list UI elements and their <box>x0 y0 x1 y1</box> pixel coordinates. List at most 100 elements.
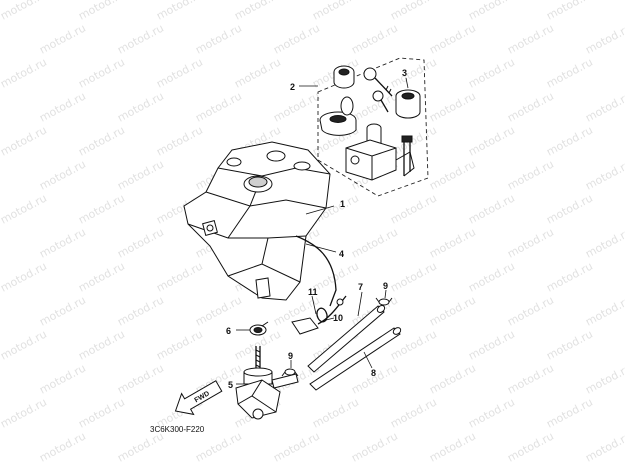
watermark-text: motod.ru <box>466 259 517 294</box>
watermark-text: motod.ru <box>115 21 166 56</box>
watermark-text: motod.ru <box>466 0 517 23</box>
leader-4 <box>305 243 337 253</box>
watermark-text: motod.ru <box>0 395 49 430</box>
watermark-text: motod.ru <box>76 55 127 90</box>
lock-cylinder-small <box>333 65 355 89</box>
watermark-text: motod.ru <box>271 429 322 464</box>
watermark-text: motod.ru <box>0 191 49 226</box>
watermark-text: motod.ru <box>37 225 88 260</box>
watermark-text: motod.ru <box>505 21 556 56</box>
watermark-text: motod.ru <box>349 225 400 260</box>
leader-11 <box>311 295 317 315</box>
watermark-text: motod.ru <box>505 89 556 124</box>
watermark-text: motod.ru <box>349 429 400 464</box>
watermark-text: motod.ru <box>76 327 127 362</box>
watermark-text: motod.ru <box>154 55 205 90</box>
watermark-text: motod.ru <box>466 395 517 430</box>
watermark-text: motod.ru <box>193 293 244 328</box>
spare-key <box>372 90 389 113</box>
watermark-text: motod.ru <box>427 293 478 328</box>
watermark-text: motod.ru <box>544 55 595 90</box>
watermark-text: motod.ru <box>544 0 595 23</box>
seat-lock-cylinder <box>395 89 421 119</box>
watermark-text: motod.ru <box>544 191 595 226</box>
leader-10 <box>325 317 335 321</box>
hose-clamp-6 <box>249 321 269 336</box>
leader-7 <box>357 291 363 317</box>
watermark-text: motod.ru <box>115 225 166 260</box>
watermark-text: motod.ru <box>271 89 322 124</box>
watermark-text: motod.ru <box>193 89 244 124</box>
watermark-text: motod.ru <box>583 361 625 396</box>
clip-9-upper <box>375 297 393 306</box>
watermark-text: motod.ru <box>37 21 88 56</box>
callout-11: 11 <box>308 287 318 297</box>
watermark-text: motod.ru <box>427 429 478 464</box>
watermark-text: motod.ru <box>583 293 625 328</box>
watermark-text: motod.ru <box>310 395 361 430</box>
watermark-text: motod.ru <box>76 395 127 430</box>
watermark-text: motod.ru <box>0 259 49 294</box>
watermark-text: motod.ru <box>76 259 127 294</box>
callout-7: 7 <box>358 282 363 292</box>
watermark-text: motod.ru <box>583 21 625 56</box>
fuel-sender-connector <box>291 295 347 335</box>
watermark-text: motod.ru <box>115 361 166 396</box>
watermark-text: motod.ru <box>505 293 556 328</box>
leader-3 <box>405 77 409 89</box>
leader-8 <box>363 351 373 369</box>
watermark-text: motod.ru <box>427 225 478 260</box>
watermark-text: motod.ru <box>310 0 361 23</box>
watermark-text: motod.ru <box>232 55 283 90</box>
callout-3: 3 <box>402 68 407 78</box>
ignition-key <box>363 67 393 97</box>
watermark-text: motod.ru <box>0 123 49 158</box>
watermark-text: motod.ru <box>0 55 49 90</box>
watermark-text: motod.ru <box>544 327 595 362</box>
watermark-text: motod.ru <box>37 293 88 328</box>
watermark-text: motod.ru <box>37 429 88 464</box>
watermark-text: motod.ru <box>193 429 244 464</box>
watermark-text: motod.ru <box>76 123 127 158</box>
watermark-text: motod.ru <box>37 89 88 124</box>
watermark-text: motod.ru <box>271 21 322 56</box>
watermark-text: motod.ru <box>505 429 556 464</box>
watermark-text: motod.ru <box>0 0 49 23</box>
fuel-cap-lock <box>319 96 357 136</box>
diagram-code: 3C6K300-F220 <box>150 425 205 434</box>
watermark-text: motod.ru <box>115 89 166 124</box>
watermark-text: motod.ru <box>544 123 595 158</box>
leader-1 <box>305 205 335 215</box>
fuel-hose-8 <box>309 327 402 391</box>
watermark-text: motod.ru <box>466 191 517 226</box>
hose-clip-10 <box>316 307 328 323</box>
watermark-text: motod.ru <box>388 259 439 294</box>
watermark-text: motod.ru <box>427 157 478 192</box>
callout-10: 10 <box>333 313 343 323</box>
watermark-text: motod.ru <box>388 55 439 90</box>
watermark-text: motod.ru <box>427 89 478 124</box>
breather-hose <box>295 235 337 307</box>
leader-9-upper <box>384 289 387 299</box>
callout-1: 1 <box>340 199 345 209</box>
watermark-text: motod.ru <box>115 429 166 464</box>
watermark-text: motod.ru <box>154 123 205 158</box>
watermark-text: motod.ru <box>115 157 166 192</box>
watermark-text: motod.ru <box>466 55 517 90</box>
watermark-text: motod.ru <box>583 89 625 124</box>
fuel-hose-7 <box>307 305 386 373</box>
watermark-text: motod.ru <box>466 327 517 362</box>
watermark-text: motod.ru <box>349 361 400 396</box>
watermark-text: motod.ru <box>349 21 400 56</box>
watermark-text: motod.ru <box>388 191 439 226</box>
watermark-text: motod.ru <box>37 157 88 192</box>
watermark-text: motod.ru <box>37 361 88 396</box>
callout-4: 4 <box>339 249 344 259</box>
fuel-tank <box>183 141 331 301</box>
watermark-text: motod.ru <box>154 327 205 362</box>
callout-6: 6 <box>226 326 231 336</box>
watermark-text: motod.ru <box>505 157 556 192</box>
